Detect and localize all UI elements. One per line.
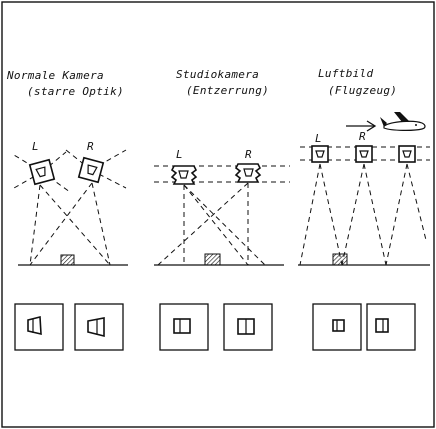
panel-2-left-label: L	[176, 148, 183, 161]
camera-icon	[77, 156, 105, 184]
photo-frame-icon	[366, 303, 416, 351]
panel-2-title: Studiokamera	[176, 68, 259, 81]
panel-studio-camera: Studiokamera (Entzerrung) L R	[154, 68, 290, 266]
panel-2-subtitle: (Entzerrung)	[186, 84, 269, 97]
panel-1-title: Normale Kamera	[6, 69, 104, 82]
arrow-right-icon	[346, 120, 377, 132]
hatched-object-icon	[332, 253, 348, 266]
panel-normal-camera: Normale Kamera (starre Optik) L R	[6, 69, 128, 266]
camera-icon	[398, 145, 416, 163]
panel-1-right-label: R	[87, 140, 94, 153]
photo-frame-icon	[312, 303, 362, 351]
panel-3-title: Luftbild	[318, 67, 373, 80]
panel-aerial: Luftbild (Flugzeug) L R	[298, 67, 430, 266]
camera-icon	[234, 163, 262, 183]
camera-icon	[355, 145, 373, 163]
camera-icon	[311, 145, 329, 163]
airplane-icon	[380, 112, 426, 131]
panel-1-left-label: L	[32, 140, 39, 153]
camera-icon	[170, 165, 198, 185]
photo-frame-icon	[223, 303, 273, 351]
photo-row	[14, 303, 416, 351]
photo-frame-icon	[74, 303, 124, 351]
hatched-object-icon	[60, 254, 75, 266]
panel-3-left-label: L	[315, 132, 322, 145]
hatched-object-icon	[204, 253, 221, 266]
panel-3-subtitle: (Flugzeug)	[328, 84, 397, 97]
photo-frame-icon	[159, 303, 209, 351]
panel-3-right-label: R	[359, 130, 366, 143]
panel-2-right-label: R	[245, 148, 252, 161]
panel-1-subtitle: (starre Optik)	[27, 85, 124, 98]
camera-icon	[28, 158, 56, 186]
photo-frame-icon	[14, 303, 64, 351]
